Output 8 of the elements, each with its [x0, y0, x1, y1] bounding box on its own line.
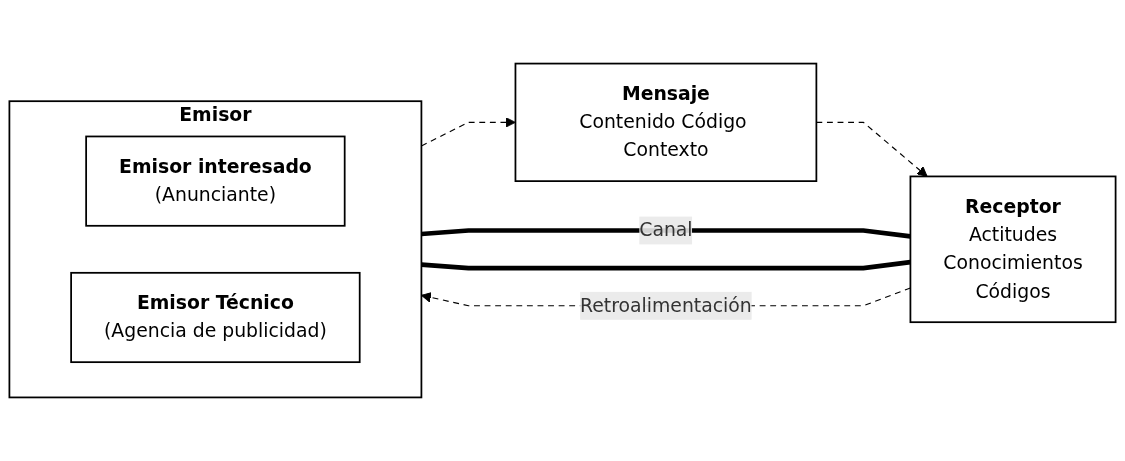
node-box: Emisor Técnico (Agencia de publicidad): [70, 271, 361, 364]
node-box: Emisor interesado (Anunciante): [85, 135, 346, 227]
edge-label: Canal: [639, 218, 693, 242]
node-box: Receptor Actitudes Conocimientos Códigos: [909, 175, 1117, 324]
node-box: Mensaje Contenido Código Contexto: [514, 62, 818, 182]
connector: [421, 228, 911, 239]
connector: [421, 259, 911, 271]
edge-label: Retroalimentación: [580, 293, 752, 317]
